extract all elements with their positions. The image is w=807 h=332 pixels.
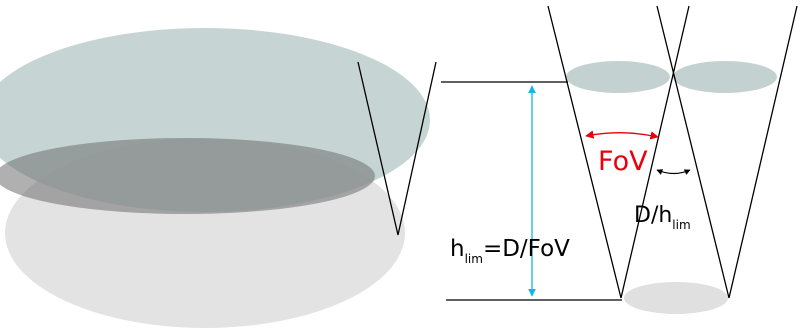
footprint-top-right-ellipse: [673, 61, 777, 93]
separation-main: D/h: [634, 203, 672, 228]
footprint-bottom-ellipse: [624, 282, 728, 314]
left-cone-lines: [357, 61, 437, 236]
height-formula-rest: =D/FoV: [483, 236, 570, 262]
left-cone-pair-lines: [547, 5, 690, 299]
footprint-top-left-ellipse: [566, 61, 670, 93]
separation-arc-arrow: [656, 169, 691, 175]
right-cone-pair-lines: [656, 5, 798, 299]
height-formula-label: hlim=D/FoV: [450, 236, 570, 266]
fov-arc-arrow: [585, 130, 659, 140]
footprint-dark-ellipse: [0, 138, 375, 214]
separation-subscript: lim: [672, 218, 690, 232]
separation-label: D/hlim: [634, 203, 691, 232]
height-symbol: h: [450, 236, 465, 262]
fov-label: FoV: [598, 146, 648, 177]
height-subscript: lim: [465, 252, 483, 266]
